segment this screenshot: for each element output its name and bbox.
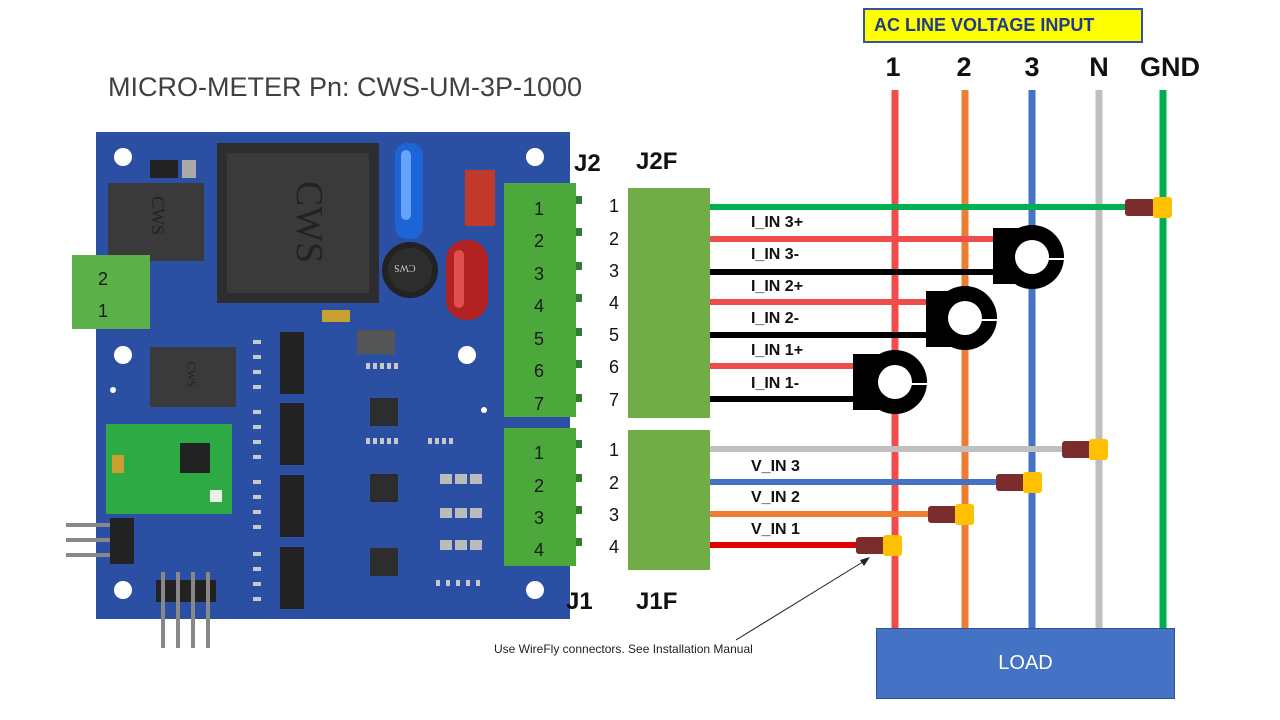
j1-terminal-block: [504, 428, 576, 566]
wirefly-connector-gnd: [1125, 197, 1172, 218]
wirefly-connector-n: [1062, 439, 1108, 460]
j2-pin-label: 7: [533, 394, 544, 414]
j2f-label: J2F: [636, 148, 678, 175]
signal-label-i-in-1-plus: I_IN 1+: [751, 342, 804, 359]
ac-lines: [891, 90, 1167, 630]
j2-pin-label: 4: [533, 296, 544, 316]
j2f-pin-label: 7: [608, 390, 619, 410]
current-wires: [708, 204, 1135, 402]
j2f-pin-label: 3: [608, 261, 619, 281]
pcb-logo-chip: CWS: [184, 361, 199, 388]
wirefly-connector-2: [928, 504, 974, 525]
mounting-hole: [114, 148, 132, 166]
small-transformer: [108, 183, 204, 261]
signal-label-i-in-3-minus: I_IN 3-: [751, 246, 800, 263]
j2f-pin-label: 4: [608, 293, 619, 313]
j1-pin-label: 2: [533, 476, 544, 496]
j2-label: J2: [574, 150, 601, 177]
j2-pin-label: 6: [533, 361, 544, 381]
j1-pin-label: 3: [533, 508, 544, 528]
j1f-pin-label: 3: [608, 505, 619, 525]
signal-label-i-in-2-plus: I_IN 2+: [751, 278, 804, 295]
j2-pin-label: 3: [533, 264, 544, 284]
wirefly-connectors: [856, 197, 1172, 556]
signal-label-i-in-3-plus: I_IN 3+: [751, 214, 804, 231]
chip: [370, 398, 398, 426]
wirefly-connector-3: [996, 472, 1042, 493]
wirefly-connector-1: [856, 535, 902, 556]
j2-pin-label: 5: [533, 329, 544, 349]
mounting-hole: [526, 581, 544, 599]
j2f-pin-label: 2: [608, 229, 619, 249]
note-arrowhead: [860, 557, 870, 566]
ct-clamp-1: [853, 350, 929, 414]
pcb-logo-inductor: CWS: [394, 262, 416, 273]
j1-pin-label: 4: [533, 540, 544, 560]
j1-label: J1: [566, 588, 593, 615]
ct-clamp-2: [926, 286, 999, 350]
j1f-pin-label: 4: [608, 537, 619, 557]
chip: [280, 403, 304, 465]
ac-input-label: AC LINE VOLTAGE INPUT: [863, 8, 1143, 43]
j2-pin-label: 2: [533, 231, 544, 251]
signal-label-v-in-3: V_IN 3: [751, 458, 800, 475]
line-label-n: N: [1089, 52, 1109, 82]
chip: [357, 330, 395, 354]
j2f-connector-body: [628, 188, 710, 418]
voltage-wires: [708, 446, 1065, 548]
side-pin-label: 2: [97, 269, 108, 289]
mounting-hole: [526, 148, 544, 166]
mounting-hole: [458, 346, 476, 364]
j1f-pin-label: 1: [608, 440, 619, 460]
chip: [370, 548, 398, 576]
signal-label-i-in-2-minus: I_IN 2-: [751, 310, 800, 327]
side-pin-label: 1: [97, 301, 108, 321]
line-label-3: 3: [1024, 52, 1040, 82]
chip: [280, 475, 304, 537]
note-arrow: [735, 559, 867, 641]
pcb-logo-main: CWS: [288, 180, 331, 264]
j1f-label: J1F: [636, 588, 678, 615]
header-pins-bottom: [161, 572, 210, 648]
pcb-board: [66, 132, 582, 648]
signal-label-v-in-2: V_IN 2: [751, 489, 800, 506]
load-box: LOAD: [876, 628, 1175, 699]
header-block-bottom: [156, 580, 216, 602]
j2f-pin-label: 1: [608, 196, 619, 216]
mounting-hole: [114, 346, 132, 364]
j1f-pin-label: 2: [608, 473, 619, 493]
j1-pin-label: 1: [533, 443, 544, 463]
signal-label-i-in-1-minus: I_IN 1-: [751, 375, 800, 392]
red-capacitor: [446, 240, 488, 320]
ct-clamp-3: [993, 225, 1066, 289]
side-terminal: [72, 255, 150, 329]
line-label-gnd: GND: [1140, 52, 1200, 82]
red-capacitor: [465, 170, 495, 226]
installation-note: Use WireFly connectors. See Installation…: [494, 642, 753, 656]
j2-terminal-block: [504, 183, 576, 417]
j2f-pin-label: 5: [608, 325, 619, 345]
pcb-logo-small: CWS: [148, 195, 169, 236]
line-label-2: 2: [956, 52, 972, 82]
line-label-1: 1: [885, 52, 901, 82]
mounting-hole: [114, 581, 132, 599]
chip: [150, 347, 236, 407]
header-pins-left: [66, 523, 112, 557]
j1f-connector-body: [628, 430, 710, 570]
j2f-pin-label: 6: [608, 357, 619, 377]
signal-label-v-in-1: V_IN 1: [751, 521, 800, 538]
chip: [280, 547, 304, 609]
chip: [370, 474, 398, 502]
page-title: MICRO-METER Pn: CWS-UM-3P-1000: [108, 72, 583, 102]
chip: [280, 332, 304, 394]
j2-pin-label: 1: [533, 199, 544, 219]
header-block-left: [110, 518, 134, 564]
